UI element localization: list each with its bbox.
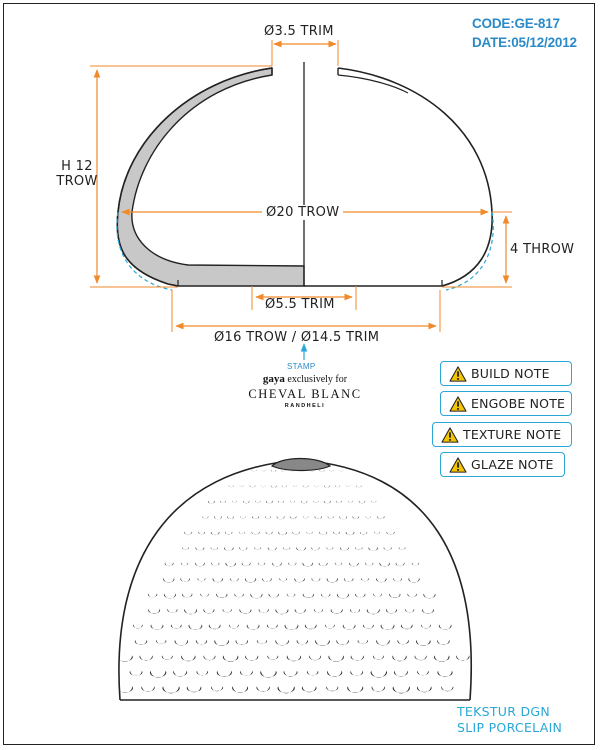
warning-icon — [449, 395, 467, 412]
dim-height-line1: H 12 — [61, 159, 93, 174]
warning-icon — [441, 426, 459, 443]
dim-bottom-trim: Ø5.5 TRIM — [265, 297, 335, 312]
stamp-location: RANDHELI — [284, 403, 326, 409]
dim-base: Ø16 TROW / Ø14.5 TRIM — [214, 330, 380, 345]
section-wall — [116, 67, 305, 287]
material-note-line2: SLIP PORCELAIN — [457, 720, 563, 735]
dim-height-line2: TROW — [56, 174, 98, 189]
stamp-brand-line: gaya exclusively for — [246, 373, 364, 386]
glaze-note-button[interactable]: GLAZE NOTE — [440, 452, 565, 477]
dome-top-knob — [270, 457, 332, 472]
dim-height: H 12 TROW — [56, 159, 98, 189]
material-note-line1: TEKSTUR DGN — [457, 704, 551, 719]
texture-note-label: TEXTURE NOTE — [463, 427, 562, 442]
stamp-client: CHEVAL BLANC — [248, 387, 362, 401]
drawing-code: CODE:GE-817 — [472, 16, 560, 31]
stamp-brand-suffix: exclusively for — [287, 374, 348, 385]
engobe-note-label: ENGOBE NOTE — [471, 396, 566, 411]
build-note-button[interactable]: BUILD NOTE — [440, 361, 572, 386]
glaze-note-label: GLAZE NOTE — [471, 457, 554, 472]
warning-icon — [449, 456, 467, 473]
dim-side-throw: 4 THROW — [510, 242, 575, 257]
stamp-brand: gaya — [262, 373, 285, 385]
stamp-logo: gaya exclusively for CHEVAL BLANC RANDHE… — [246, 373, 364, 410]
dim-top-trim: Ø3.5 TRIM — [264, 24, 334, 39]
warning-icon — [449, 365, 467, 382]
drawing-code-block: CODE:GE-817 DATE:05/12/2012 — [472, 14, 577, 52]
engobe-note-button[interactable]: ENGOBE NOTE — [440, 391, 572, 416]
body-outline-right — [304, 67, 493, 287]
drawing-date: DATE:05/12/2012 — [472, 35, 577, 50]
drawing-frame — [3, 3, 595, 745]
stamp-label: STAMP — [287, 362, 316, 371]
texture-note-button[interactable]: TEXTURE NOTE — [432, 422, 572, 447]
material-note: TEKSTUR DGN SLIP PORCELAIN — [457, 704, 562, 736]
dim-width: Ø20 TROW — [262, 205, 344, 220]
build-note-label: BUILD NOTE — [471, 366, 550, 381]
